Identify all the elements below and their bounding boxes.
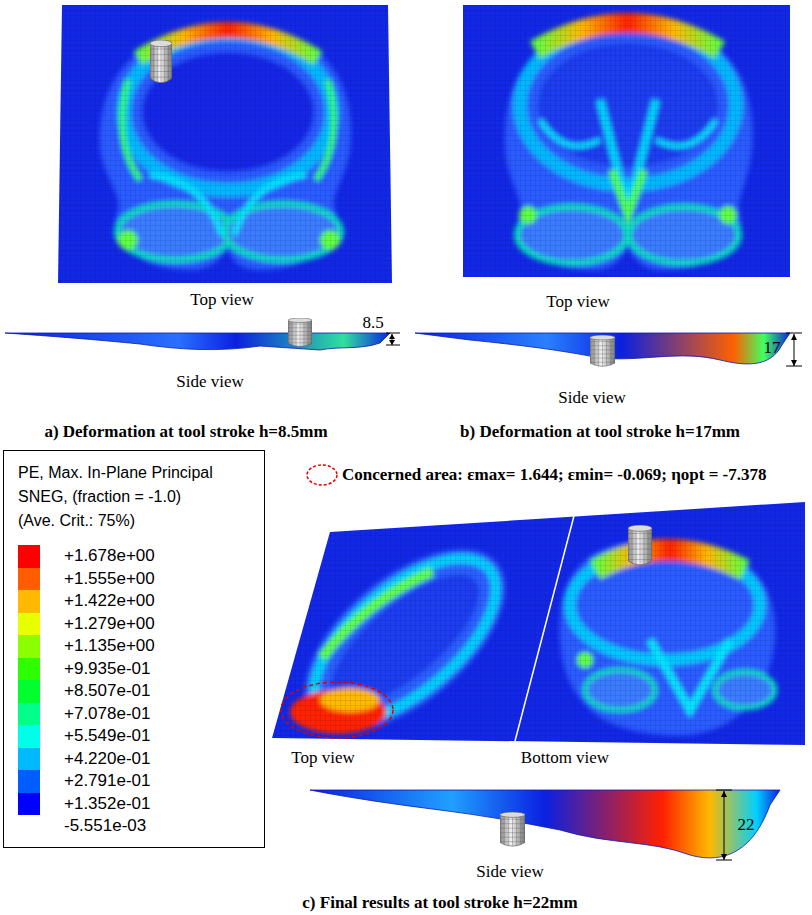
label-holder: Bottom view <box>521 748 609 768</box>
side-view-a <box>5 318 400 350</box>
legend-row: +2.791e-01 <box>18 770 238 793</box>
legend-row: +7.078e-01 <box>18 703 238 726</box>
legend-heading: PE, Max. In-Plane Principal <box>18 461 250 485</box>
legend-heading: (Ave. Crit.: 75%) <box>18 509 250 533</box>
legend-row: +1.555e+00 <box>18 568 238 591</box>
legend-value: +2.791e-01 <box>64 771 151 791</box>
legend-row: +5.549e-01 <box>18 725 238 748</box>
color-swatch <box>18 635 40 658</box>
color-swatch <box>18 658 40 681</box>
legend-value: +4.220e-01 <box>64 749 151 769</box>
dimension: 8.5 <box>362 313 383 333</box>
legend-value: +1.555e+00 <box>64 569 155 589</box>
label-holder: Side view <box>176 372 244 392</box>
view-label: Top view <box>190 290 254 310</box>
view-label: Top view <box>546 292 610 312</box>
legend-row: +1.135e+00 <box>18 635 238 658</box>
sheet-c <box>272 502 805 765</box>
color-swatch <box>18 680 40 703</box>
legend-row: +1.422e+00 <box>18 590 238 613</box>
label-holder: Top view <box>190 290 254 310</box>
legend-row: +8.507e-01 <box>18 680 238 703</box>
side-view-c <box>310 790 780 860</box>
color-swatch <box>18 545 40 568</box>
view-label: Side view <box>176 372 244 392</box>
label-holder: Side view <box>476 862 544 882</box>
note: Concerned area: εmax= 1.644; εmin= -0.06… <box>342 465 767 485</box>
panel-caption: a) Deformation at tool stroke h=8.5mm <box>44 422 327 442</box>
label-holder: Top view <box>291 748 355 768</box>
legend-value: +1.352e-01 <box>64 794 151 814</box>
legend-row: +1.279e+00 <box>18 613 238 636</box>
color-swatch <box>18 770 40 793</box>
color-swatch <box>18 725 40 748</box>
label-holder: Concerned area: εmax= 1.644; εmin= -0.06… <box>342 465 767 485</box>
view-label: Bottom view <box>521 748 609 768</box>
label-holder: 17 <box>764 338 781 358</box>
label-holder: -5.551e-03 <box>64 816 146 836</box>
legend-row: +4.220e-01 <box>18 748 238 771</box>
legend-heading: SNEG, (fraction = -1.0) <box>18 485 250 509</box>
label-holder: b) Deformation at tool stroke h=17mm <box>460 422 740 442</box>
panel-caption: c) Final results at tool stroke h=22mm <box>302 893 577 913</box>
legend-value: +5.549e-01 <box>64 726 151 746</box>
view-label: Side view <box>558 388 626 408</box>
color-swatch <box>18 703 40 726</box>
legend-value: +1.135e+00 <box>64 636 155 656</box>
legend-value: +8.507e-01 <box>64 681 151 701</box>
color-swatch <box>18 590 40 613</box>
panel-caption: b) Deformation at tool stroke h=17mm <box>460 422 740 442</box>
legend-row: +1.678e+00 <box>18 545 238 568</box>
label-holder: Top view <box>546 292 610 312</box>
dimension: 17 <box>764 338 781 358</box>
label-holder: a) Deformation at tool stroke h=8.5mm <box>44 422 327 442</box>
color-swatch <box>18 568 40 591</box>
legend-value: +7.078e-01 <box>64 704 151 724</box>
view-label: Side view <box>476 862 544 882</box>
sheet-b <box>463 5 790 277</box>
color-swatch <box>18 793 40 816</box>
color-swatch <box>18 748 40 771</box>
marker-circle <box>307 465 337 485</box>
label-holder: 8.5 <box>362 313 383 333</box>
label-holder: c) Final results at tool stroke h=22mm <box>302 893 577 913</box>
view-label: Top view <box>291 748 355 768</box>
side-view-b <box>415 333 802 366</box>
label-holder: 22 <box>738 815 755 835</box>
color-swatch <box>18 613 40 636</box>
legend-value: +9.935e-01 <box>64 659 151 679</box>
legend-value: +1.678e+00 <box>64 546 155 566</box>
legend-value: +1.422e+00 <box>64 591 155 611</box>
dimension: 22 <box>738 815 755 835</box>
sheet-a <box>58 5 392 283</box>
legend-value: -5.551e-03 <box>64 816 146 836</box>
label-holder: Side view <box>558 388 626 408</box>
legend-row: +1.352e-01 <box>18 793 238 816</box>
legend-row: +9.935e-01 <box>18 658 238 681</box>
legend-value: +1.279e+00 <box>64 614 155 634</box>
